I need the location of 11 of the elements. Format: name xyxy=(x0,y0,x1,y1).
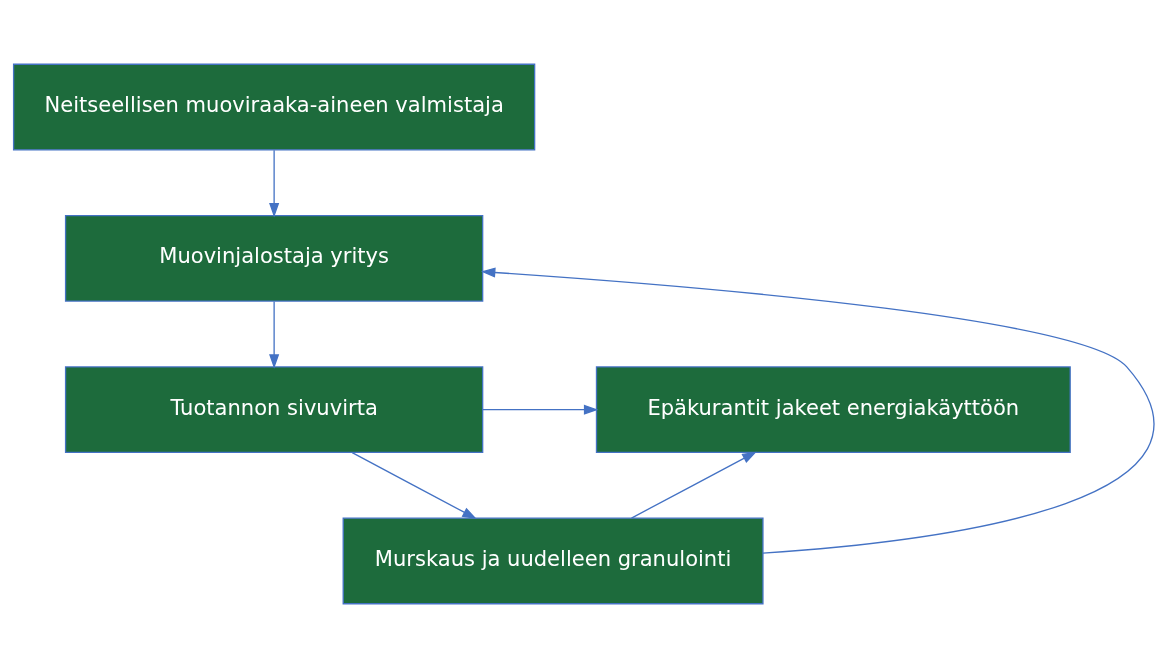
arrow xyxy=(480,267,1155,554)
arrow xyxy=(269,300,280,369)
node-box: Murskaus ja uudelleen granulointi xyxy=(342,517,764,605)
arrow xyxy=(630,451,757,519)
arrow xyxy=(482,404,599,415)
node-box: Epäkurantit jakeet energiakäyttöön xyxy=(595,366,1071,454)
arrow xyxy=(269,149,280,218)
node-box: Tuotannon sivuvirta xyxy=(64,366,484,454)
arrow xyxy=(351,451,477,519)
node-box: Muovinjalostaja yritys xyxy=(64,214,484,302)
node-box: Neitseellisen muoviraaka-aineen valmistaja xyxy=(12,63,536,151)
